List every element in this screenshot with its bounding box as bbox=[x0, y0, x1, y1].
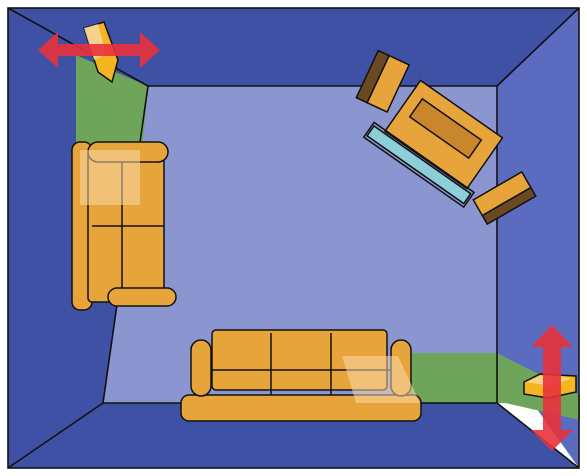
outer-frame bbox=[7, 7, 580, 469]
bottom-right-speaker-adjuster bbox=[523, 325, 577, 451]
corner-line-top-right bbox=[496, 7, 580, 87]
back-wall bbox=[8, 8, 579, 86]
left-sofa-arm-bottom bbox=[107, 287, 177, 307]
left-sofa bbox=[71, 141, 177, 311]
vertical-adjust-arrow-icon bbox=[531, 325, 573, 451]
horizontal-adjust-arrow-icon bbox=[38, 32, 160, 68]
bottom-right-placement-zone bbox=[410, 353, 580, 420]
tv-frame bbox=[362, 121, 476, 209]
bottom-sofa-arm-left bbox=[190, 339, 212, 397]
right-speaker-front bbox=[472, 170, 532, 217]
tv-screen bbox=[366, 124, 472, 205]
top-left-speaker-adjuster bbox=[38, 21, 160, 84]
front-wall bbox=[8, 403, 579, 468]
tv-media-unit bbox=[362, 79, 504, 209]
corner-line-bottom-left bbox=[7, 402, 104, 469]
bottom-sofa bbox=[180, 329, 422, 422]
top-speaker bbox=[355, 49, 411, 114]
right-speaker bbox=[472, 170, 537, 226]
top-speaker-front bbox=[366, 54, 411, 114]
bottom-sofa-highlight bbox=[342, 356, 420, 403]
left-sofa-highlight bbox=[80, 150, 140, 205]
media-unit-shelf bbox=[408, 97, 483, 160]
left-placement-zone bbox=[76, 55, 148, 140]
floor bbox=[103, 86, 497, 403]
